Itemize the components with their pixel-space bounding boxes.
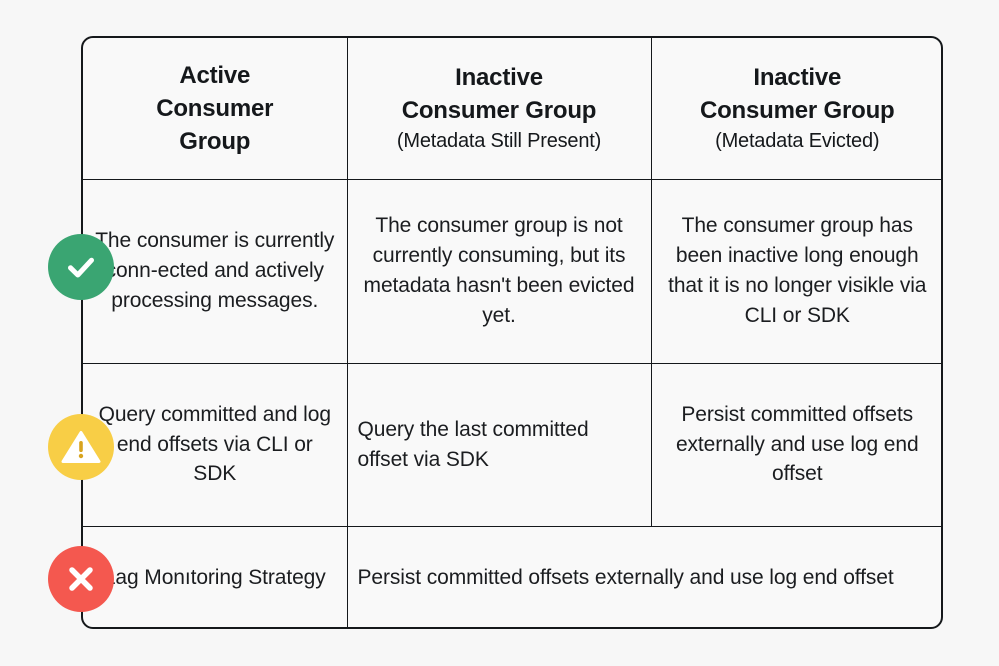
column-header-inactive-evicted: Inactive Consumer Group (Metadata Evicte… bbox=[650, 38, 943, 180]
column-header-inactive-evicted-line2: Consumer Group bbox=[699, 97, 895, 125]
column-header-inactive-evicted-subtitle: (Metadata Evicted) bbox=[715, 129, 880, 152]
column-header-active-line3: Group bbox=[179, 127, 251, 155]
matrix-table: Active Consumer Group Inactive Consumer … bbox=[83, 38, 943, 629]
cell-strategy-merged: Persist committed offsets externally and… bbox=[346, 525, 943, 629]
cell-operations-inactive-evicted: Persist committed offsets externally and… bbox=[650, 362, 943, 527]
status-badge-success bbox=[48, 234, 114, 300]
column-header-active-line1: Active bbox=[179, 61, 251, 89]
cell-description-inactive-present: The consumer group is not currently cons… bbox=[346, 178, 652, 364]
column-header-active-line2: Consumer bbox=[156, 94, 274, 122]
cell-operations-active: Query committed and log end offsets via … bbox=[83, 362, 348, 527]
status-badge-warning bbox=[48, 414, 114, 480]
cell-description-inactive-evicted: The consumer group has been inactive lon… bbox=[650, 178, 943, 364]
column-header-active: Active Consumer Group bbox=[83, 38, 348, 180]
warning-circle-icon bbox=[60, 426, 102, 468]
status-badge-error bbox=[48, 546, 114, 612]
check-circle-icon bbox=[62, 248, 100, 286]
column-header-inactive-present-line2: Consumer Group bbox=[401, 97, 597, 125]
cell-description-active: The consumer is currently conn-ected and… bbox=[83, 178, 348, 364]
column-header-inactive-present: Inactive Consumer Group (Metadata Still … bbox=[346, 38, 652, 180]
table-row-operations: Query committed and log end offsets via … bbox=[83, 362, 943, 527]
cell-strategy-active: Lag Monıtoring Strategy bbox=[83, 525, 348, 629]
column-header-inactive-evicted-line1: Inactive bbox=[753, 64, 842, 92]
table-row-strategy: Lag Monıtoring Strategy Persist committe… bbox=[83, 525, 943, 629]
table-header-row: Active Consumer Group Inactive Consumer … bbox=[83, 38, 943, 180]
x-circle-icon bbox=[64, 562, 98, 596]
table-row-description: The consumer is currently conn-ected and… bbox=[83, 178, 943, 364]
column-header-inactive-present-line1: Inactive bbox=[455, 64, 543, 92]
cell-operations-inactive-present: Query the last committed offset via SDK bbox=[346, 362, 652, 527]
comparison-table: Active Consumer Group Inactive Consumer … bbox=[81, 36, 943, 629]
column-header-inactive-present-subtitle: (Metadata Still Present) bbox=[396, 129, 602, 152]
